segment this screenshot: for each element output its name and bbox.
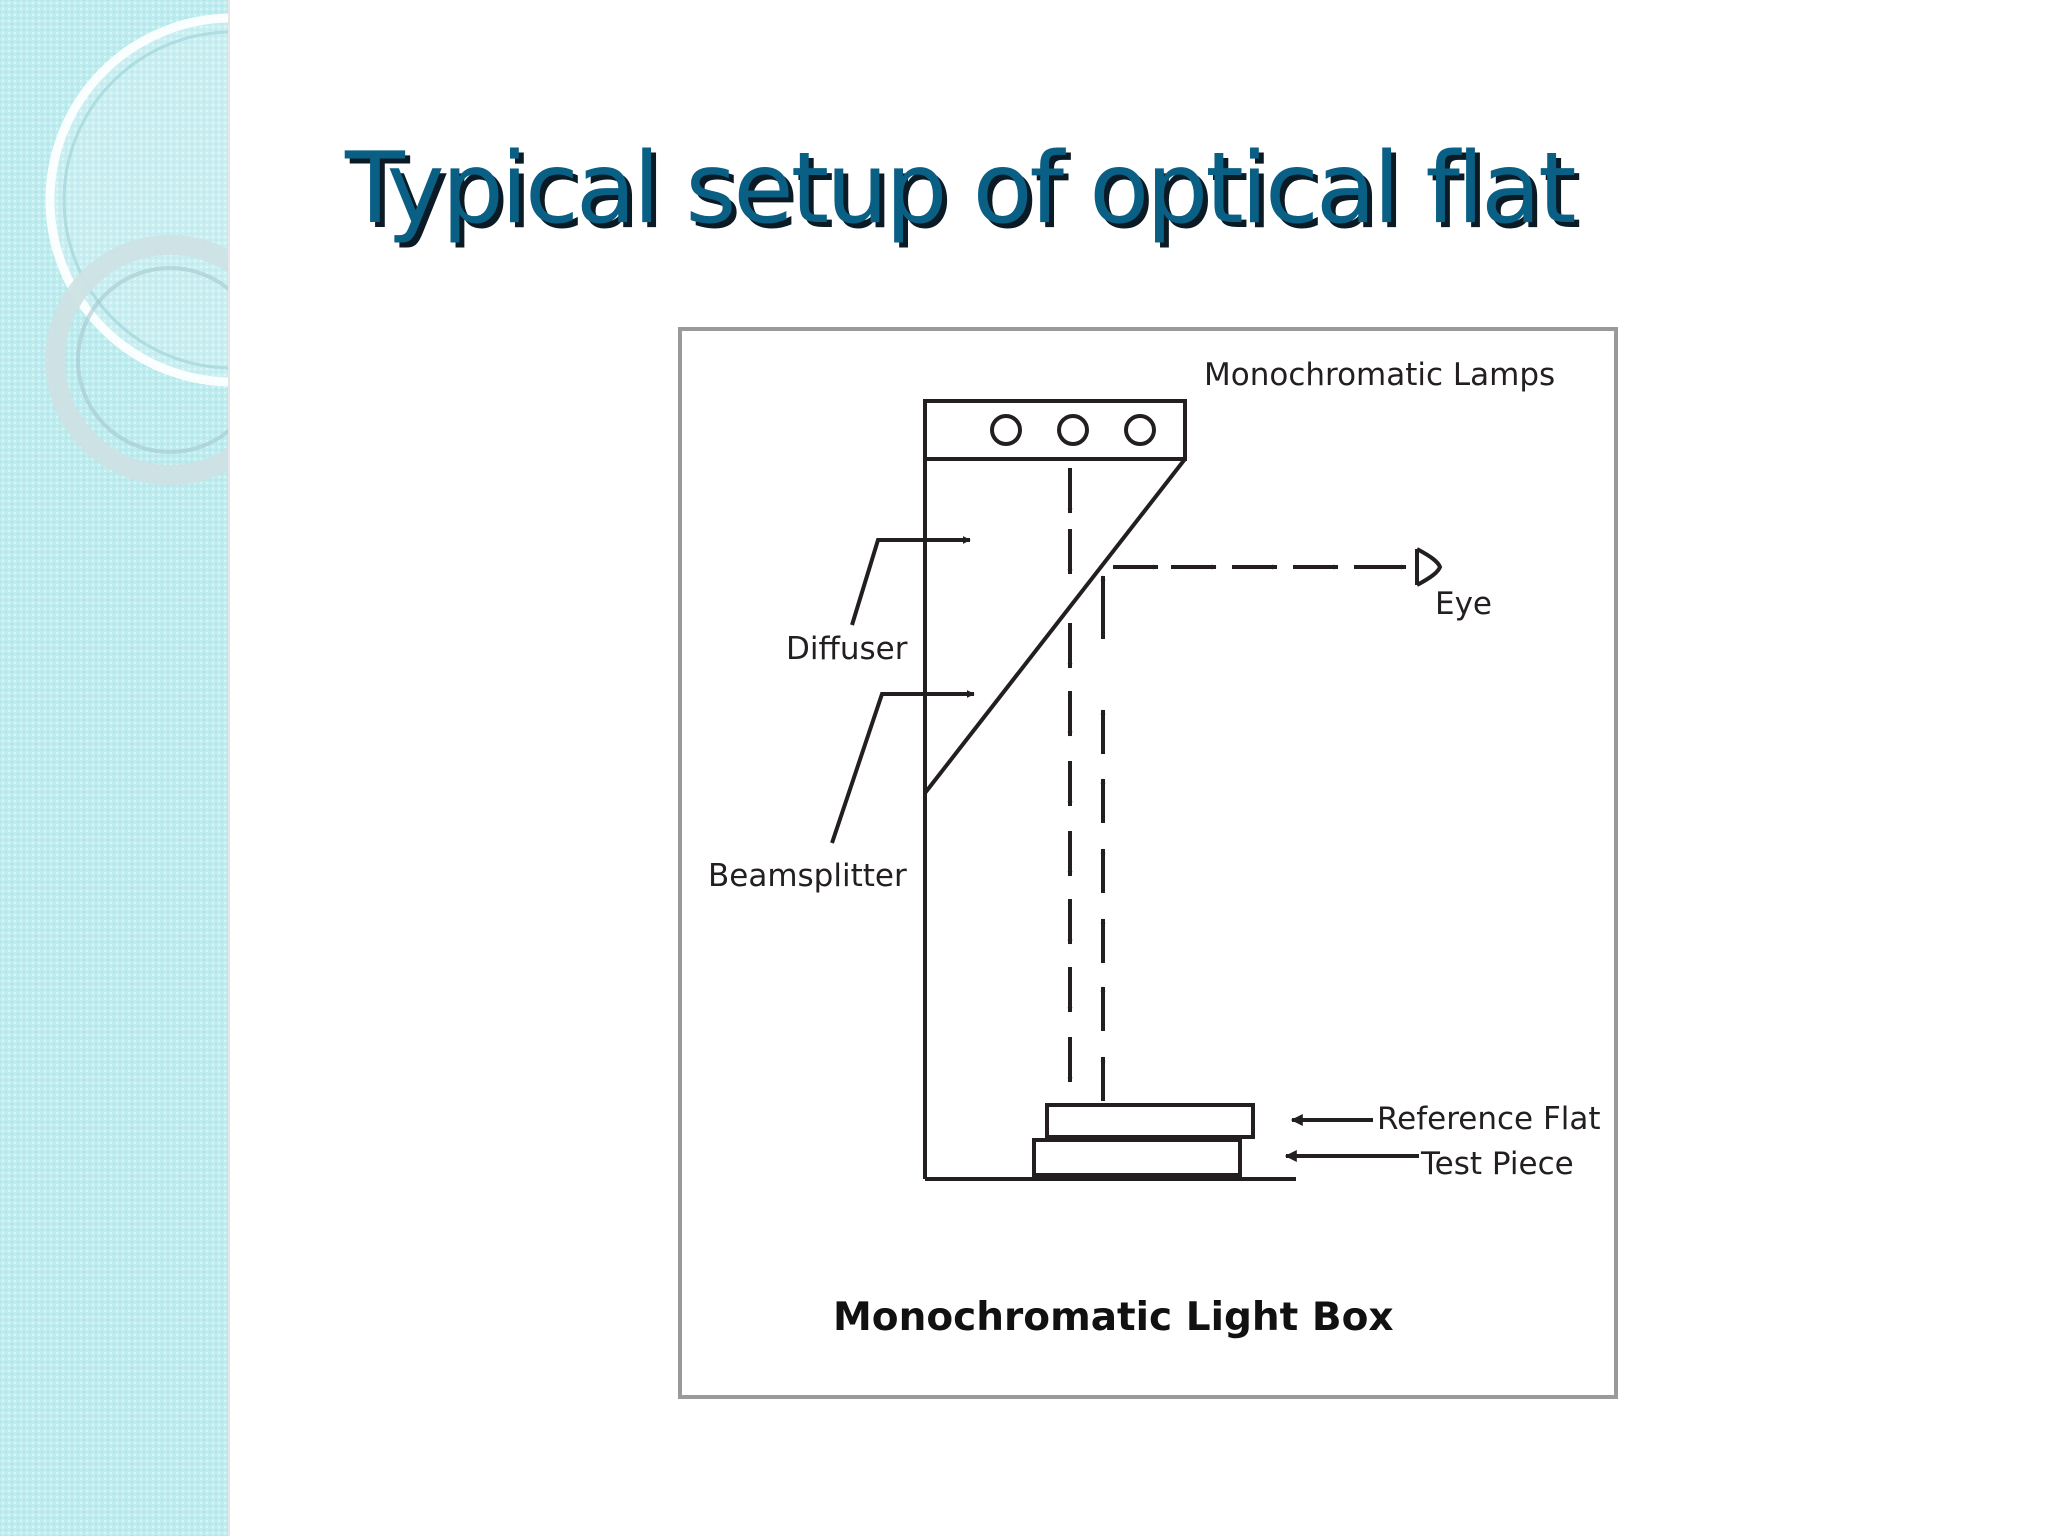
label-test-piece: Test Piece xyxy=(1420,1146,1574,1182)
optical-flat-diagram: Monochromatic Lamps Eye Diffuser Beamspl… xyxy=(708,357,1601,1340)
label-diffuser: Diffuser xyxy=(786,631,908,667)
reference-flat xyxy=(1045,1103,1255,1139)
label-eye: Eye xyxy=(1435,586,1492,622)
beamsplitter-plate xyxy=(923,457,1187,795)
diagram-caption: Monochromatic Light Box xyxy=(833,1295,1394,1340)
lamp-circle-icon xyxy=(1057,414,1089,446)
light-box xyxy=(923,399,1296,1181)
decorative-rings xyxy=(45,13,228,485)
diagram-figure: Monochromatic Lamps Eye Diffuser Beamspl… xyxy=(678,327,1618,1399)
test-piece xyxy=(1032,1138,1242,1177)
lamp-circle-icon xyxy=(990,414,1022,446)
beamsplitter-leader xyxy=(830,690,975,844)
eye-icon xyxy=(1415,547,1443,587)
lamp-circle-icon xyxy=(1124,414,1156,446)
label-monochromatic-lamps: Monochromatic Lamps xyxy=(1204,357,1555,393)
decorative-side-panel xyxy=(0,0,230,1536)
label-beamsplitter: Beamsplitter xyxy=(708,858,907,894)
flat-pointers xyxy=(1284,1114,1419,1162)
diffuser-leader xyxy=(850,536,971,626)
monochromatic-lamps xyxy=(990,414,1156,446)
slide-title: Typical setup of optical flat xyxy=(345,132,1577,246)
lamp-housing xyxy=(923,399,1187,461)
label-reference-flat: Reference Flat xyxy=(1377,1101,1601,1137)
